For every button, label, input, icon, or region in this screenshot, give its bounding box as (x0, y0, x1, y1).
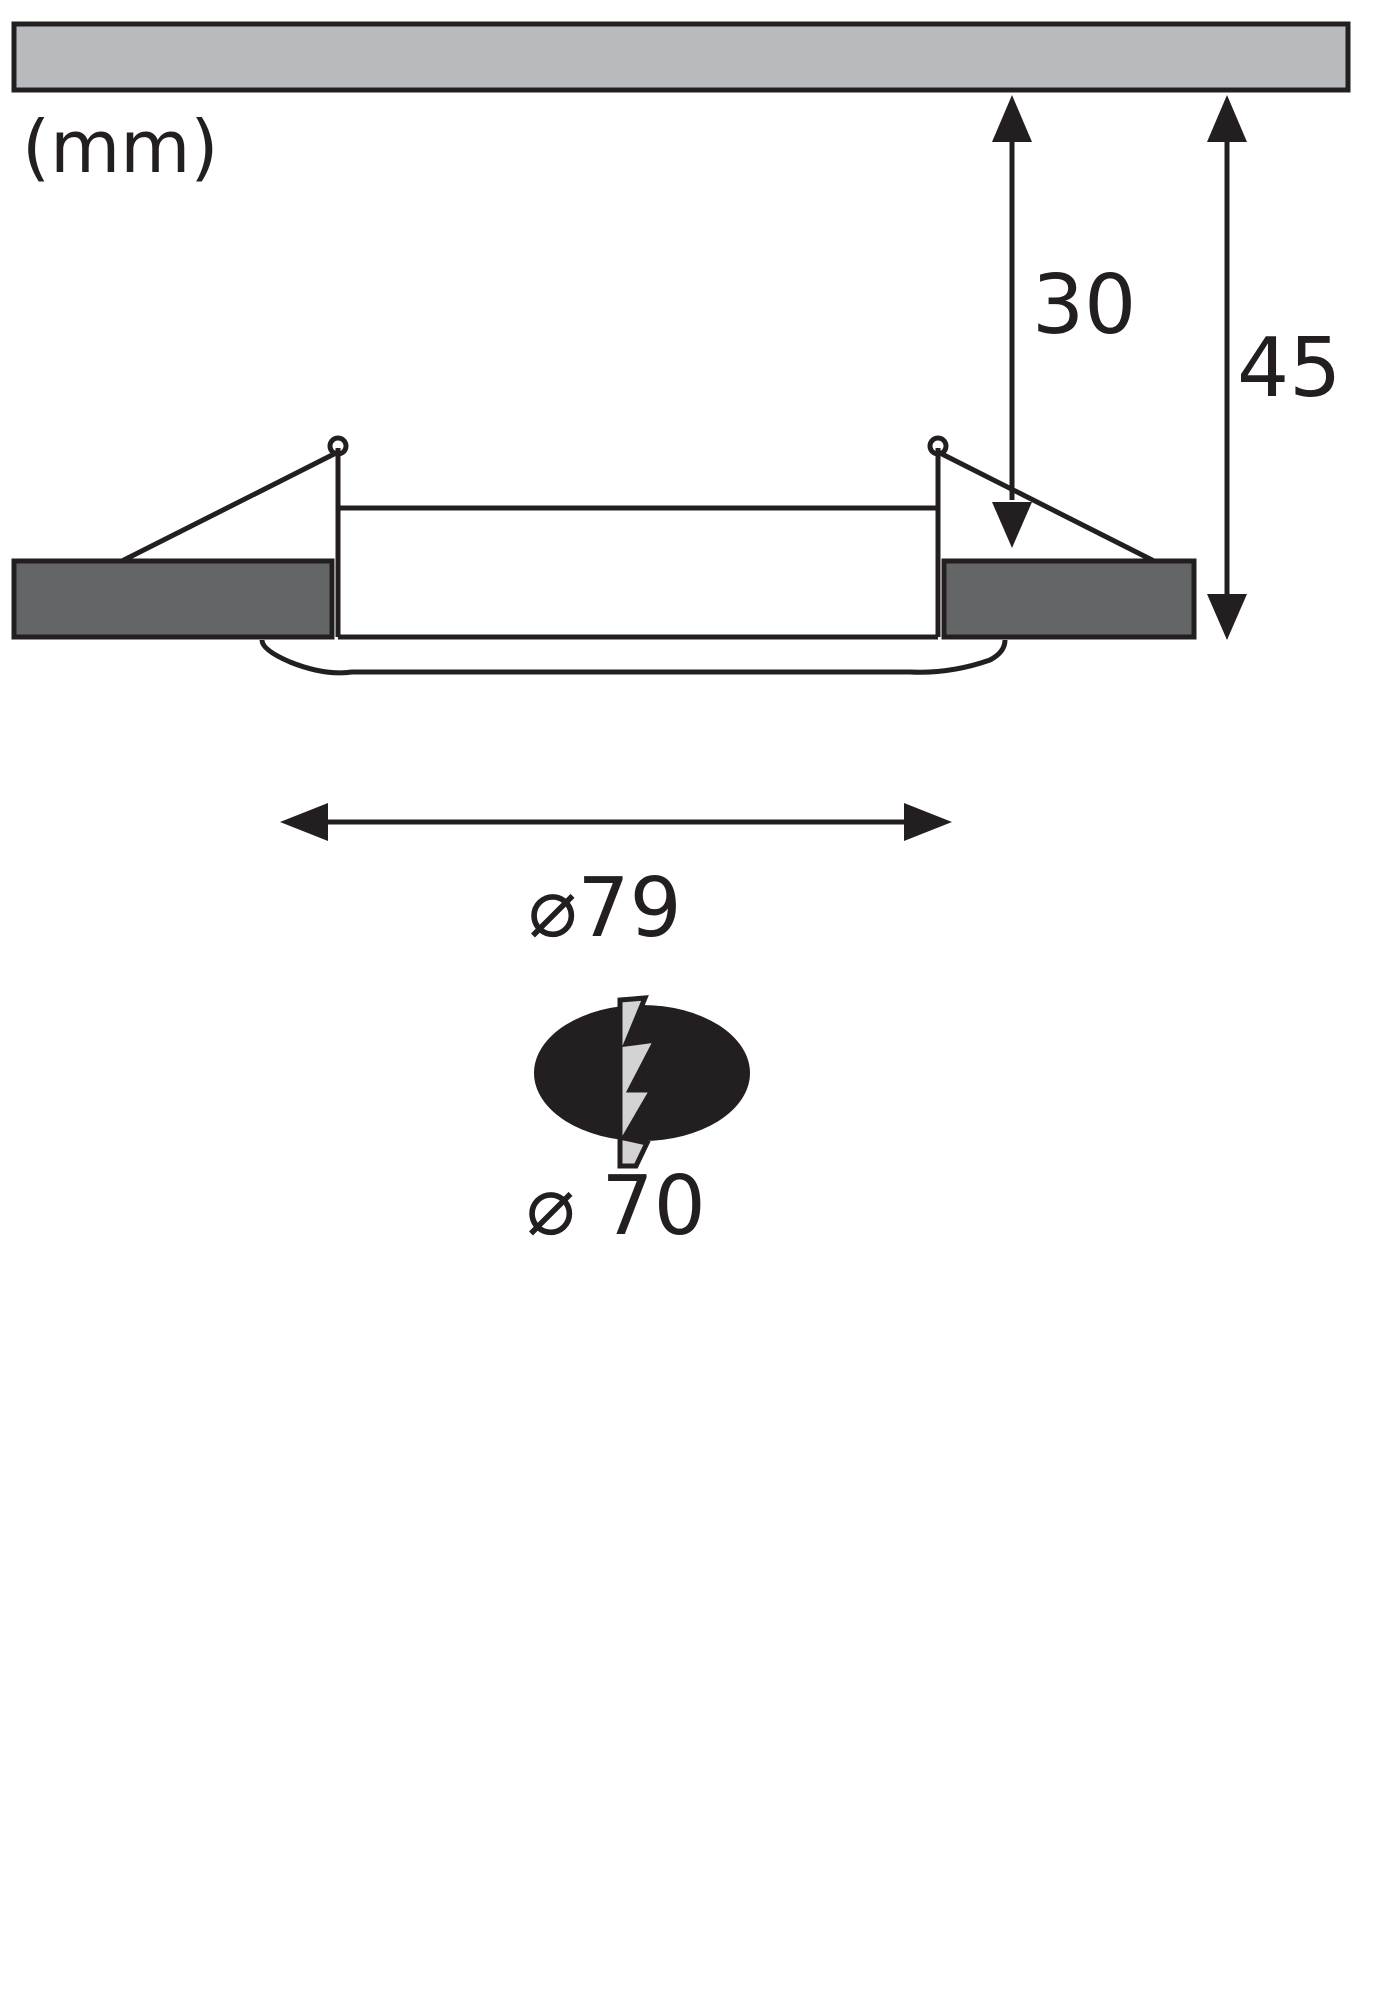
recess-depth-label: 30 (1032, 258, 1136, 353)
units-label: (mm) (22, 105, 218, 189)
outer-diameter-arrow (280, 803, 952, 841)
total-depth-arrow (1207, 95, 1247, 640)
cutout-symbol (534, 995, 750, 1169)
outer-diameter-label: ⌀79 (528, 861, 682, 956)
cutout-diameter-label: ⌀ 70 (526, 1159, 706, 1254)
cutout-hole (534, 1005, 750, 1141)
ceiling-panel-right (941, 558, 1197, 640)
lightning-bolt-icon (617, 995, 661, 1169)
total-depth-label: 45 (1237, 321, 1341, 416)
light-fixture (120, 435, 1156, 676)
recess-depth-arrow (992, 95, 1032, 548)
ceiling-panel-left (11, 558, 335, 640)
ceiling-slab (11, 21, 1351, 93)
